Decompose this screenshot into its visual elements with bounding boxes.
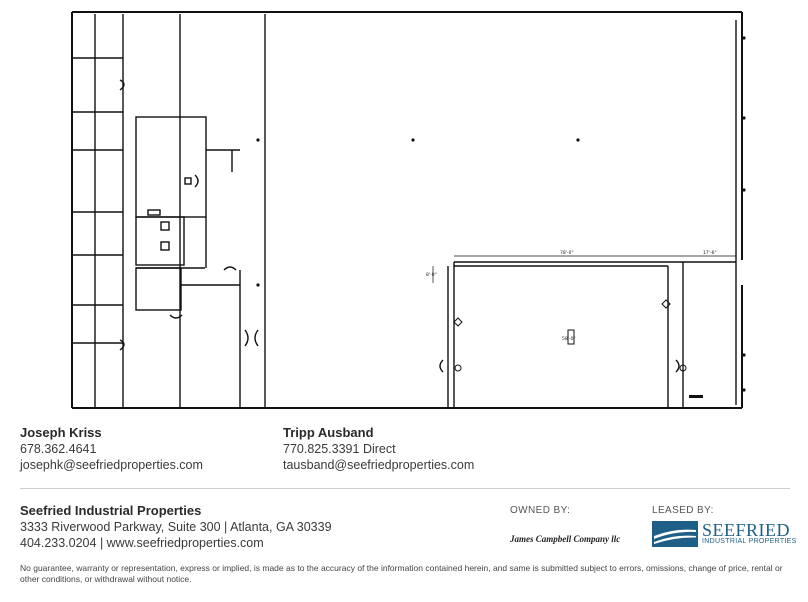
contact-email[interactable]: josephk@seefriedproperties.com	[20, 458, 203, 472]
seefried-logo-icon	[652, 521, 698, 547]
dimension-label: 58'-0"	[562, 336, 576, 342]
leased-by-block: LEASED BY: SEEFRIED INDUSTRIAL PROPERTIE…	[652, 505, 797, 547]
contact-name: Joseph Kriss	[20, 425, 102, 440]
dimension-label: 17'-6"	[703, 250, 717, 256]
contact-joseph-kriss: Joseph Kriss 678.362.4641 josephk@seefri…	[20, 425, 203, 473]
contact-phone[interactable]: 770.825.3391 Direct	[283, 442, 396, 456]
floor-plan-drawing: 78'-0" 17'-6" 8'-0" 58'-0"	[71, 11, 746, 409]
company-address: 3333 Riverwood Parkway, Suite 300 | Atla…	[20, 520, 332, 534]
logo-wordmark: SEEFRIED	[702, 520, 791, 540]
company-name: Seefried Industrial Properties	[20, 503, 202, 518]
owned-by-label: OWNED BY:	[510, 505, 571, 516]
company-contact-line[interactable]: 404.233.0204 | www.seefriedproperties.co…	[20, 536, 264, 550]
seefried-logo: SEEFRIED INDUSTRIAL PROPERTIES	[652, 521, 797, 547]
disclaimer-text: No guarantee, warranty or representation…	[20, 563, 783, 584]
dimension-label: 78'-0"	[560, 250, 574, 256]
contact-tripp-ausband: Tripp Ausband 770.825.3391 Direct tausba…	[283, 425, 474, 473]
contact-email[interactable]: tausband@seefriedproperties.com	[283, 458, 475, 472]
leased-by-label: LEASED BY:	[652, 505, 714, 516]
company-block: Seefried Industrial Properties 3333 Rive…	[20, 503, 332, 551]
dimension-label: 8'-0"	[426, 272, 437, 278]
divider	[20, 488, 790, 489]
logo-subtitle: INDUSTRIAL PROPERTIES	[702, 538, 797, 545]
contact-name: Tripp Ausband	[283, 425, 374, 440]
contact-phone[interactable]: 678.362.4641	[20, 442, 97, 456]
owner-logo: James Campbell Company llc	[510, 534, 621, 544]
owned-by-block: OWNED BY: James Campbell Company llc	[510, 505, 620, 544]
